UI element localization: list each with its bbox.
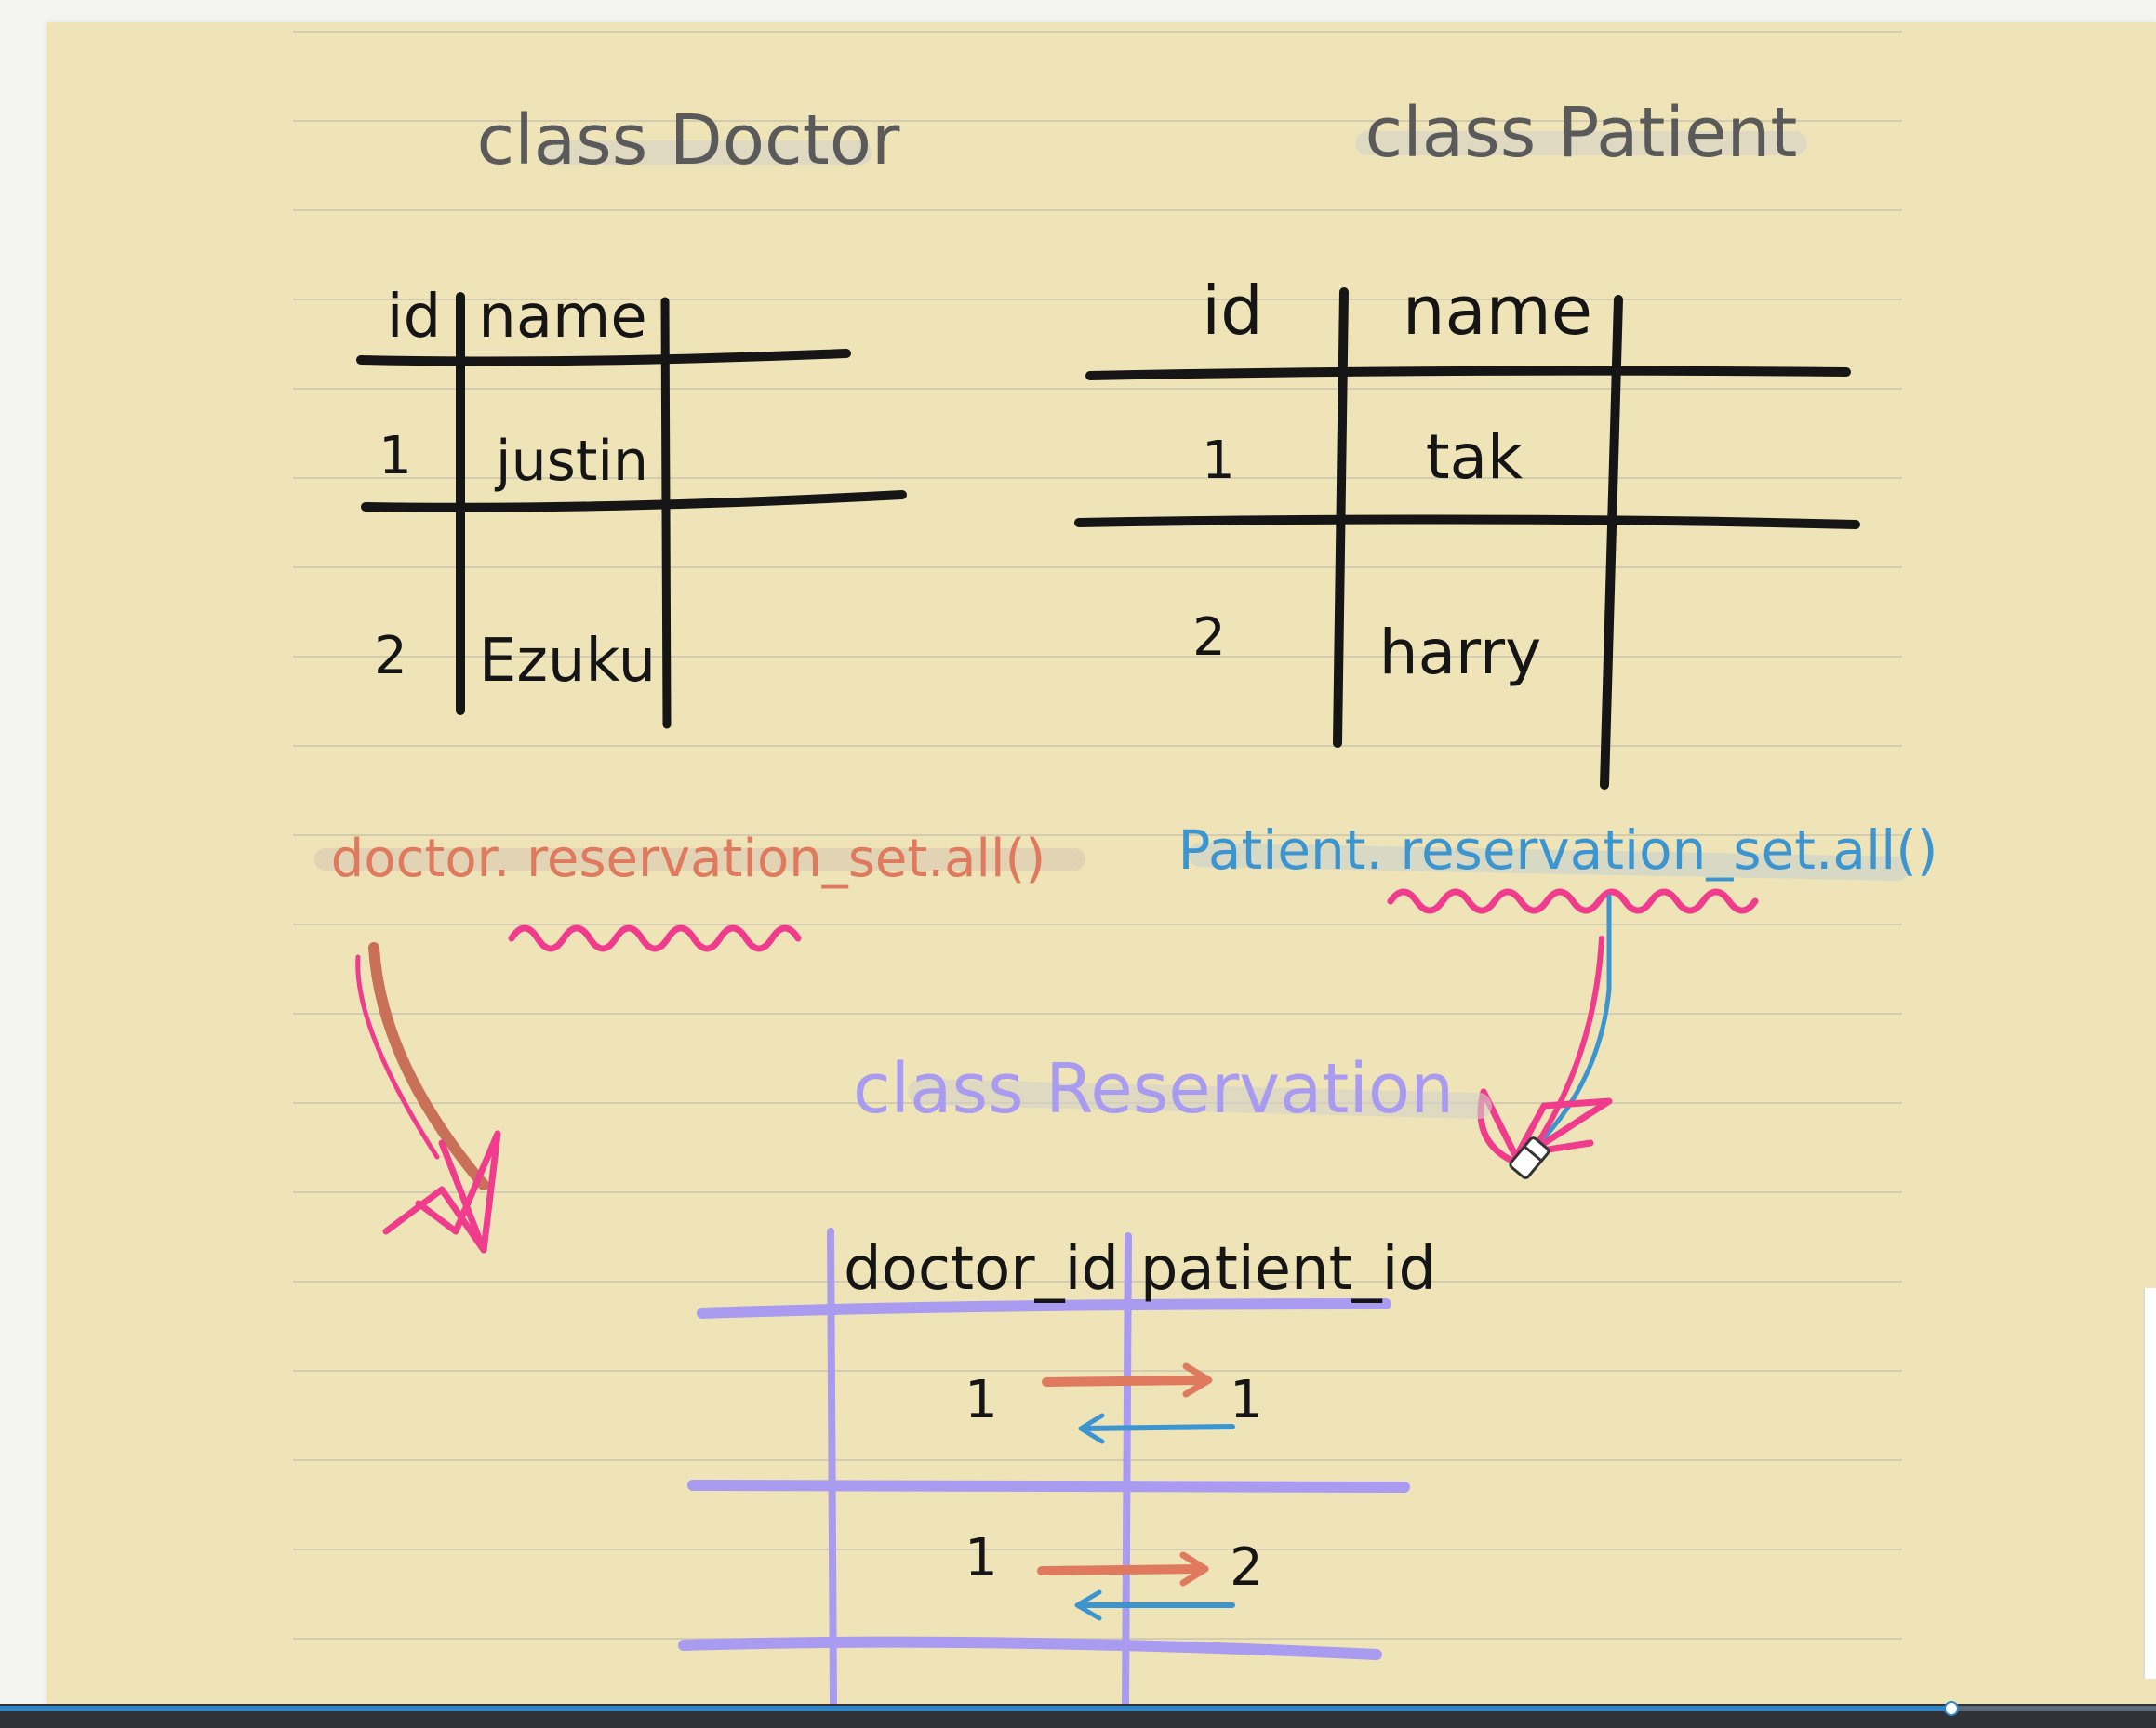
handwriting-canvas[interactable]: class Doctor class Patient id name 1 jus… [47, 22, 2156, 1708]
patient-arrow-shaft-blue [1532, 894, 1612, 1150]
doctor-header-name: name [478, 283, 647, 352]
reservation-row2-patient-id: 2 [1230, 1537, 1263, 1598]
row2-relation-arrows [1037, 1551, 1235, 1621]
reservation-row2-doctor-id: 1 [965, 1528, 998, 1588]
reservation-table [678, 1228, 1410, 1708]
doctor-row2-name: Ezuku [479, 627, 656, 696]
patient-call-underline [1387, 888, 1759, 914]
patient-table [1074, 287, 1860, 790]
patient-class-title: class Patient [1365, 93, 1798, 173]
patient-reservation-call: Patient. reservation_set.all() [1178, 818, 1938, 882]
patient-call-highlight [1188, 843, 1910, 881]
doctor-header-id: id [387, 283, 441, 352]
doctor-call-underline [508, 924, 802, 952]
reservation-class-title: class Reservation [853, 1049, 1454, 1129]
patient-row1-name: tak [1426, 421, 1524, 493]
reservation-row1-doctor-id: 1 [965, 1370, 998, 1430]
note-page: class Doctor class Patient id name 1 jus… [47, 22, 2156, 1708]
patient-header-id: id [1202, 272, 1263, 350]
reservation-title-highlight [908, 1079, 1492, 1119]
doctor-class-title: class Doctor [477, 100, 900, 180]
doctor-reservation-call: doctor. reservation_set.all() [331, 829, 1045, 889]
video-progress-fill [0, 1706, 1951, 1711]
patient-row1-id: 1 [1202, 431, 1235, 491]
doctor-row1-name: justin [494, 429, 648, 494]
patient-header-name: name [1403, 272, 1592, 350]
video-progress-thumb[interactable] [1943, 1701, 1959, 1716]
reservation-row1-patient-id: 1 [1230, 1370, 1263, 1430]
side-edge-strip [2143, 1288, 2156, 1679]
patient-row2-id: 2 [1192, 607, 1226, 668]
doctor-row2-id: 2 [374, 626, 407, 686]
reservation-header-doctor-id: doctor_id [844, 1235, 1119, 1304]
row1-relation-arrows [1042, 1362, 1235, 1444]
doctor-arrow-shaft [368, 942, 489, 1190]
doctor-row1-id: 1 [379, 426, 412, 486]
doctor-arrow-head [382, 1130, 501, 1254]
reservation-header-patient-id: patient_id [1140, 1235, 1436, 1304]
eraser-cursor-icon [1509, 1136, 1550, 1179]
doctor-table [356, 292, 907, 729]
patient-row2-name: harry [1379, 617, 1541, 688]
doctor-arrow-shaft-pink [355, 954, 440, 1160]
patient-arrow-shaft-pink [1532, 936, 1604, 1150]
